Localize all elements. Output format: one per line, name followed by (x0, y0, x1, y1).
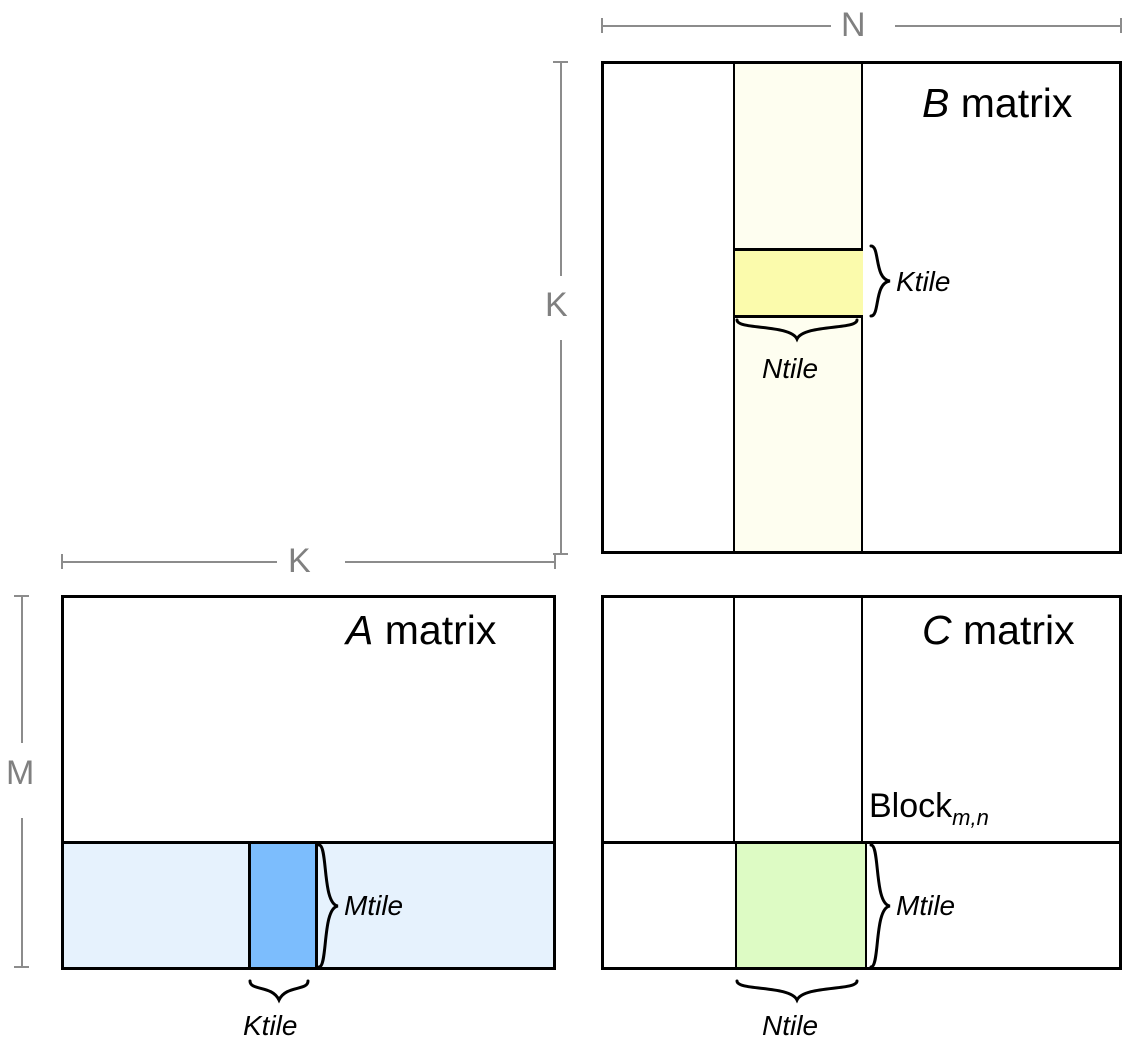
ruler-segment-top-m (21, 595, 23, 743)
ruler-segment-right (895, 25, 1122, 27)
ruler-cap-right (1120, 18, 1122, 33)
label-ntile-c: Ntile (762, 1010, 819, 1041)
ruler-cap-right-k (554, 554, 556, 569)
dimension-label-k-horizontal: K (288, 542, 311, 580)
dimension-label-m: M (6, 754, 35, 792)
block-annotation-text: Block (869, 787, 953, 825)
block-annotation-subscript: m,n (952, 804, 989, 830)
matrix-b-active-tile (735, 248, 863, 318)
matrix-c-title-text: matrix (951, 607, 1075, 653)
brace-mtile-a (317, 843, 339, 969)
brace-ntile-b (735, 318, 859, 343)
label-ktile-a: Ktile (243, 1010, 298, 1041)
matrix-c-title-symbol: C (922, 607, 952, 653)
matrix-a-title-symbol: A (346, 607, 374, 653)
matrix-b-title-text: matrix (949, 80, 1073, 126)
matrix-c-title: C matrix (922, 610, 1075, 651)
matrix-c (601, 595, 1122, 970)
label-ntile-b: Ntile (762, 353, 819, 384)
brace-ntile-c (735, 979, 859, 1004)
ruler-cap-bottom-m (14, 966, 29, 968)
ruler-segment-right-k (345, 561, 556, 563)
matrix-a-title: A matrix (346, 610, 496, 651)
label-ktile-b: Ktile (896, 266, 951, 297)
ruler-segment-left-k (61, 561, 277, 563)
ruler-cap-bottom (553, 553, 568, 555)
matrix-a-title-text: matrix (373, 607, 497, 653)
ruler-segment-top (560, 61, 562, 276)
matrix-b-title-symbol: B (922, 80, 950, 126)
matrix-b-title: B matrix (922, 83, 1072, 124)
brace-mtile-c (869, 843, 891, 969)
block-annotation: Blockm,n (869, 789, 989, 829)
matrix-c-row-divider (604, 841, 1119, 844)
ruler-segment-bottom-m (21, 818, 23, 968)
ruler-segment-bottom (560, 340, 562, 555)
dimension-label-k-vertical: K (545, 286, 568, 324)
matrix-a-active-tile (248, 844, 318, 967)
matrix-a-row-divider (64, 841, 553, 844)
matrix-c-column-divider-right (861, 598, 863, 841)
matrix-c-active-tile (735, 844, 867, 967)
matrix-c-column-divider-left (733, 598, 735, 841)
dimension-label-n: N (841, 6, 866, 44)
label-mtile-c: Mtile (896, 890, 956, 921)
brace-ktile-a (248, 979, 310, 1004)
brace-ktile-b (869, 244, 891, 318)
matrix-b (601, 61, 1122, 554)
label-mtile-a: Mtile (344, 890, 404, 921)
matrix-b-strip-divider-left (733, 64, 735, 551)
matrix-a (61, 595, 556, 970)
ruler-segment-left (601, 25, 831, 27)
